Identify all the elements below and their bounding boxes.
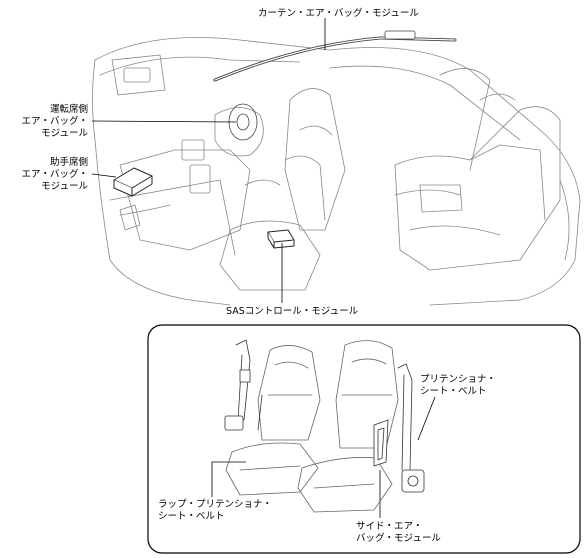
lap-pretensioner-leader [211, 461, 246, 497]
pretensioner-label: プリテンショナ・ シート・ベルト [420, 374, 496, 398]
passenger-airbag-label-line3: モジュール [41, 181, 88, 192]
passenger-airbag-label: 助手席側 エア・バッグ・ モジュール [0, 157, 88, 193]
sun-visor [111, 54, 166, 96]
driver-seat [219, 88, 346, 291]
side-airbag-label-line2: バッグ・モジュール [356, 533, 441, 544]
side-airbag-label: サイド・エア・ バッグ・モジュール [356, 521, 441, 545]
passenger-airbag-label-line2: エア・バッグ・ [21, 169, 88, 180]
lap-pretensioner-seat-belt [224, 339, 251, 431]
lap-pretensioner-label: ラップ・プリテンショナ・ シート・ベルト [158, 499, 272, 523]
passenger-airbag-module [113, 167, 153, 197]
driver-airbag-leader [91, 120, 237, 123]
curtain-airbag-label: カーテン・エア・バッグ・モジュール [258, 8, 419, 19]
sas-control-label: SASコントロール・モジュール [226, 306, 359, 317]
pretensioner-leader [417, 396, 436, 441]
sas-control-module [267, 229, 295, 249]
driver-airbag-label-line3: モジュール [41, 128, 88, 139]
side-airbag-module [373, 419, 389, 467]
passenger-seat [244, 155, 326, 221]
pretensioner-label-line1: プリテンショナ・ [420, 374, 497, 385]
rear-seats [394, 93, 561, 271]
dashboard [119, 107, 264, 251]
driver-airbag-label: 運転席側 エア・バッグ・ モジュール [0, 104, 88, 140]
seat-detail-inset [147, 324, 581, 554]
lap-pretensioner-label-line1: ラップ・プリテンショナ・ [158, 499, 273, 510]
passenger-airbag-label-line1: 助手席側 [49, 157, 88, 168]
pretensioner-label-line2: シート・ベルト [420, 386, 487, 397]
driver-airbag-label-line1: 運転席側 [49, 104, 88, 115]
right-front-seat [297, 340, 399, 513]
curtain-airbag-module [213, 30, 457, 82]
pretensioner-seat-belt [397, 363, 425, 493]
side-airbag-label-line1: サイド・エア・ [356, 521, 423, 532]
car-body-outline [92, 37, 581, 306]
lap-pretensioner-label-line2: シート・ベルト [158, 511, 225, 522]
leader-lines [91, 18, 436, 518]
driver-airbag-label-line2: エア・バッグ・ [21, 116, 88, 127]
passenger-airbag-leader [91, 173, 117, 178]
left-front-seat [225, 345, 321, 496]
